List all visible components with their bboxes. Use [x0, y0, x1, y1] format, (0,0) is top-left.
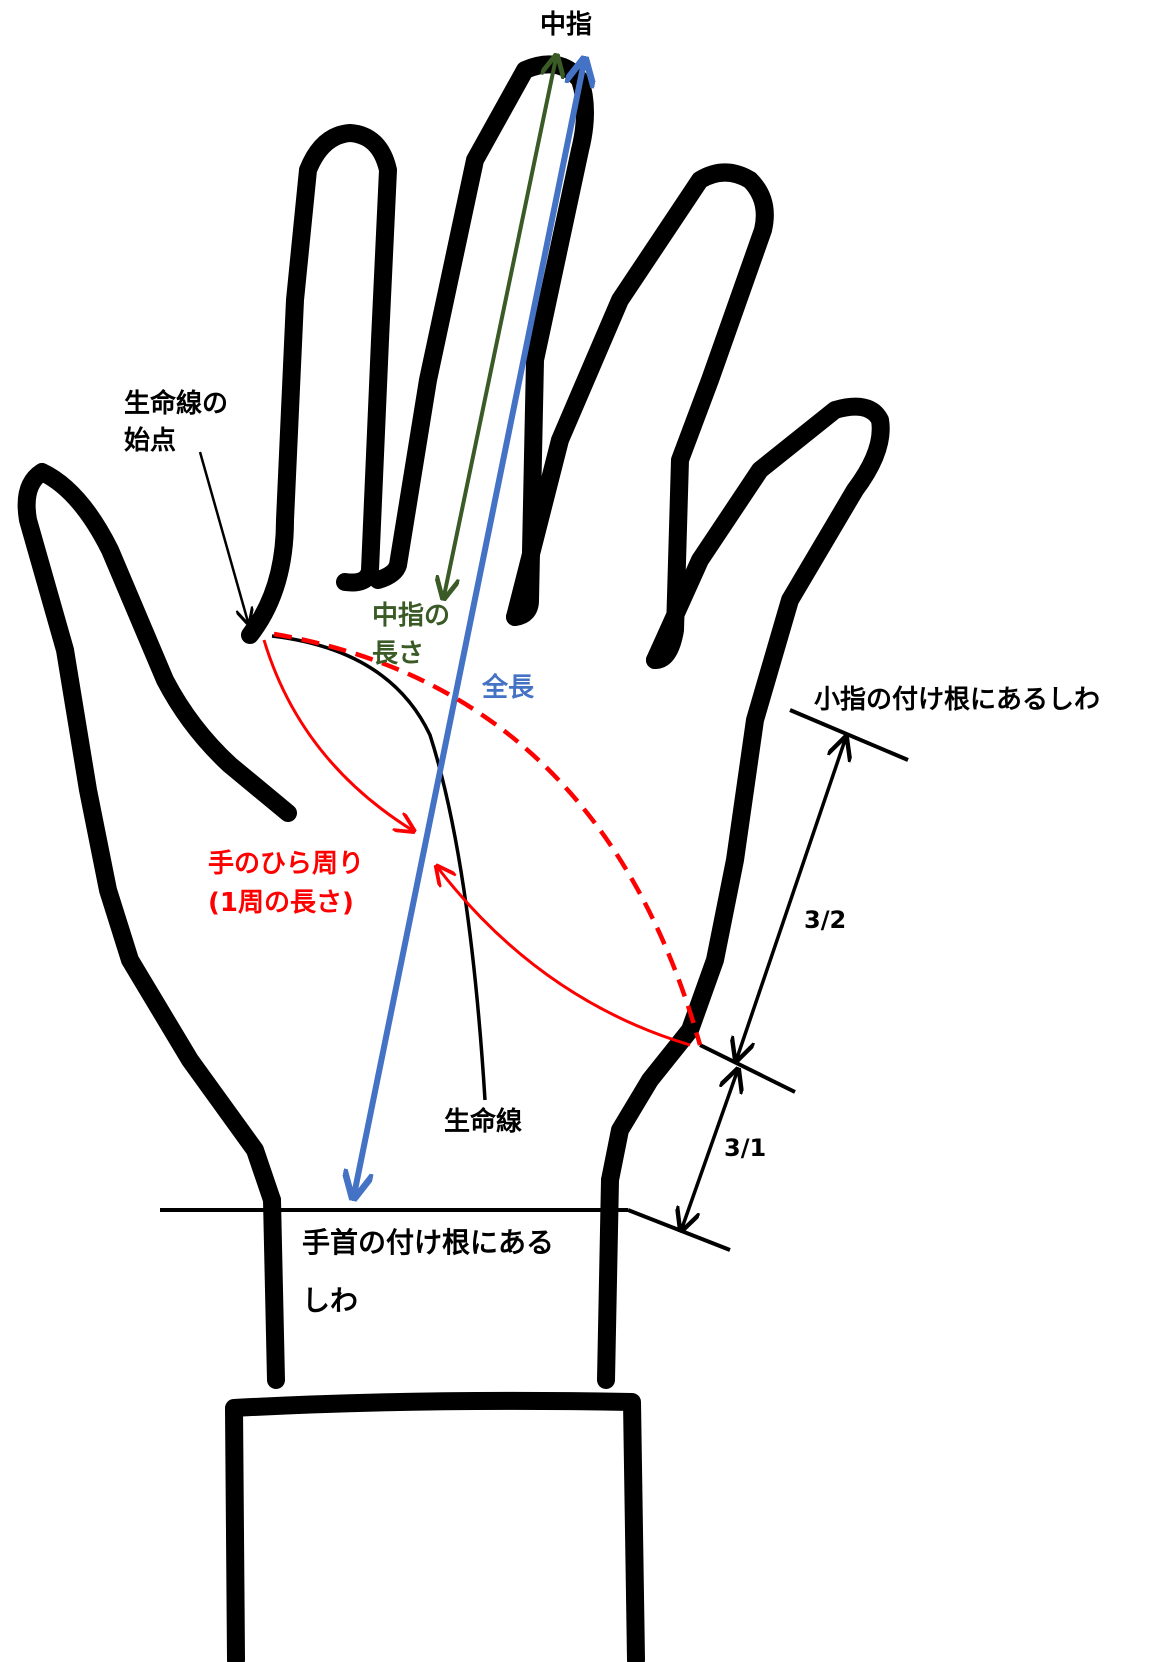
palm-divider-line [700, 1045, 795, 1092]
hand-outline [27, 64, 881, 1380]
middle-finger-outline [378, 64, 585, 617]
ratio-upper-label: 3/2 [804, 906, 846, 934]
lifeline-start-pointer [200, 452, 248, 622]
sleeve-cuff [234, 1401, 636, 1660]
wrist-crease-label-line2: しわ [302, 1284, 358, 1317]
pinky-crease-line [790, 710, 908, 760]
middle-finger-label: 中指 [540, 10, 592, 40]
palm-circumference-label-line1: 手のひら周り [208, 849, 364, 879]
index-finger-outline [250, 133, 388, 635]
wrist-left-outline [272, 1200, 276, 1380]
lifeline-start-label-line1: 生命線の [124, 388, 228, 419]
little-finger-outline [610, 407, 881, 1180]
palm-circumference-label-line2: (1周の長さ) [208, 888, 354, 918]
wrist-crease-ext [628, 1210, 730, 1250]
middle-length-label-line1: 中指の [372, 601, 450, 631]
lifeline-start-label-line2: 始点 [124, 425, 176, 456]
middle-length-label-line2: 長さ [372, 639, 424, 669]
ratio-lower-label: 3/1 [724, 1134, 766, 1162]
lifeline-label: 生命線 [444, 1106, 522, 1137]
palm-circumference-arrow-right [438, 868, 690, 1045]
pinky-crease-label: 小指の付け根にあるしわ [814, 685, 1100, 715]
wrist-crease-label-line1: 手首の付け根にある [302, 1226, 554, 1259]
total-length-label: 全長 [481, 672, 535, 703]
thumb-outline [27, 472, 288, 1200]
